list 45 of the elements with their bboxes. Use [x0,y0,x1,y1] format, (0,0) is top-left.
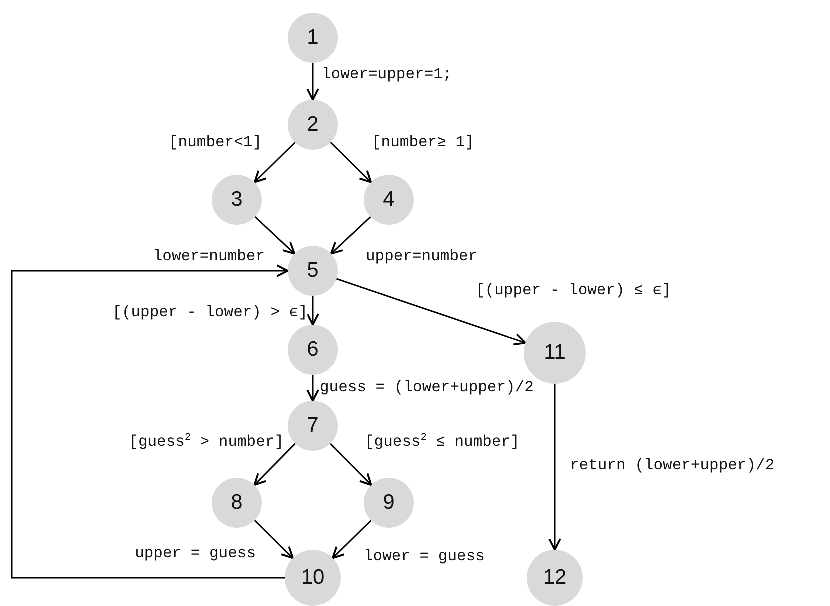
state-circle [364,175,414,225]
state-number: 4 [383,188,395,212]
edge-label: upper=number [366,248,478,266]
edge-label: guess = (lower+upper)/2 [320,379,534,397]
state-circle [364,478,414,528]
arrow [332,520,372,560]
state-number: 2 [307,113,319,137]
state-circle [288,325,338,375]
state-number: 10 [301,566,325,590]
arrow [254,443,296,486]
arrow [254,520,294,560]
arrow [330,216,372,255]
state-number: 7 [307,414,319,438]
state-circle [288,401,338,451]
state-circle [212,175,262,225]
state-circle [288,100,338,150]
arrow [336,278,527,346]
edge-label: [(upper - lower) > ϵ] [112,304,308,322]
arrow [330,443,372,486]
arrow [306,375,320,402]
state-circle [288,246,338,296]
state-number: 5 [307,259,319,283]
edge-label: [number≥ 1] [372,134,474,152]
arrow [548,384,562,551]
arrow [306,63,320,101]
state-circle [288,13,338,63]
state-number: 8 [231,491,243,515]
state-number: 3 [231,188,243,212]
state-number: 1 [307,26,319,50]
state-circle [212,478,262,528]
state-number: 9 [383,491,395,515]
state-circle [285,550,341,606]
arrow [254,142,296,184]
state-number: 11 [544,341,566,365]
arrow [306,296,320,326]
arrow [11,264,289,579]
edge-label: [(upper - lower) ≤ ϵ] [476,282,672,300]
edge-label: lower = guess [364,548,485,566]
state-number: 6 [307,338,319,362]
arrow [330,142,372,184]
edge-label: [guess$^{2}$ ≤ number] [365,432,520,452]
state-number: 12 [543,566,567,590]
arrow [254,216,296,255]
edge-label: [guess$^{2}$ > number] [129,432,284,452]
edge-label: return (lower+upper)/2 [570,457,775,475]
